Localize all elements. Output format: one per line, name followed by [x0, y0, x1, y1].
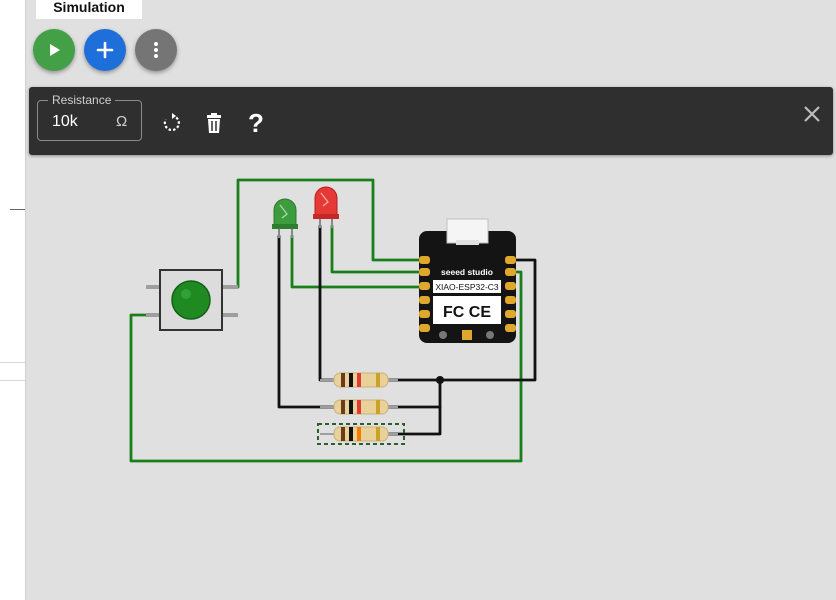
more-options-button[interactable]: [135, 29, 177, 71]
left-panel-edge: [0, 0, 26, 600]
board-cert: FC CE: [443, 304, 491, 321]
part-properties-toolbar: Resistance Ω ?: [29, 87, 833, 155]
delete-button[interactable]: [202, 111, 226, 135]
resistor-3-selected[interactable]: [317, 423, 405, 445]
wire-gnd[interactable]: [384, 258, 537, 382]
close-toolbar-button[interactable]: [800, 102, 824, 126]
resistor-1[interactable]: [320, 372, 398, 388]
tab-simulation[interactable]: Simulation: [36, 0, 142, 19]
wire-button-bottom[interactable]: [129, 270, 523, 463]
led-red[interactable]: [313, 186, 339, 228]
wire-red-led[interactable]: [330, 224, 429, 274]
start-simulation-button[interactable]: [33, 29, 75, 71]
wire-red-cathode[interactable]: [318, 224, 339, 382]
help-icon: ?: [248, 108, 264, 138]
rotate-button[interactable]: [160, 111, 184, 135]
board-brand: seeed studio: [441, 267, 493, 277]
add-part-button[interactable]: [84, 29, 126, 71]
more-vertical-icon: [154, 42, 158, 58]
wire-res3[interactable]: [384, 405, 442, 436]
wire-res2[interactable]: [384, 378, 442, 409]
rotate-icon: [163, 113, 180, 132]
resistor-2[interactable]: [320, 399, 398, 415]
help-button[interactable]: ?: [244, 108, 268, 138]
trash-icon: [207, 113, 221, 133]
board-model: XIAO-ESP32-C3: [435, 282, 499, 292]
xiao-esp32c3-board[interactable]: seeed studio XIAO-ESP32-C3 FC CE: [419, 218, 516, 343]
wire-green-cathode[interactable]: [277, 234, 339, 409]
resistance-field[interactable]: Resistance Ω: [37, 93, 142, 141]
plus-icon: [96, 41, 114, 59]
board-pads: [419, 256, 516, 340]
led-green[interactable]: [272, 198, 298, 238]
wire-green-led[interactable]: [290, 234, 429, 289]
close-icon: [804, 106, 820, 122]
resistance-input[interactable]: [52, 113, 112, 131]
resistance-unit: Ω: [116, 113, 128, 130]
junction: [436, 376, 444, 384]
pushbutton[interactable]: [146, 269, 238, 331]
play-icon: [50, 44, 60, 56]
resistance-label: Resistance: [48, 93, 116, 107]
